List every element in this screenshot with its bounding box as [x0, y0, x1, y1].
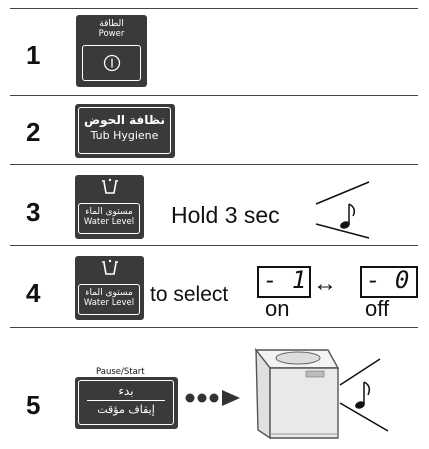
off-display: - 0	[360, 266, 418, 298]
divider	[10, 327, 418, 328]
step-number: 4	[26, 278, 41, 308]
pause-start-caption: Pause/Start	[96, 367, 145, 377]
divider	[10, 245, 418, 246]
start-arabic-label: بدء	[118, 384, 134, 398]
step-number: 1	[26, 40, 41, 70]
tub-icon	[101, 259, 118, 275]
select-instruction: to select	[150, 283, 229, 306]
power-icon	[103, 54, 120, 72]
sound-indicator	[339, 358, 389, 432]
arrow-icon: ↔	[313, 270, 337, 297]
off-display-value: - 0	[366, 266, 410, 294]
tub-hygiene-button[interactable]: نظافة الحوض Tub Hygiene	[75, 104, 175, 158]
on-label: on	[265, 296, 290, 321]
water-level-arabic-label: مستوى الماء	[85, 207, 133, 217]
power-button[interactable]: الطاقة Power	[76, 15, 147, 87]
pause-arabic-label: إيقاف مؤقت	[97, 403, 155, 416]
on-display: - 1	[257, 266, 311, 298]
power-english-label: Power	[98, 29, 125, 39]
progress-arrow-icon	[185, 390, 240, 406]
off-label: off	[365, 296, 390, 321]
divider	[10, 95, 418, 96]
divider	[10, 164, 418, 165]
water-level-english-label: Water Level	[83, 217, 135, 227]
pause-start-button[interactable]: بدء إيقاف مؤقت	[75, 377, 178, 429]
tub-icon	[101, 178, 118, 194]
water-level-arabic-label: مستوى الماء	[85, 288, 133, 298]
step-number: 2	[26, 117, 41, 147]
sound-indicator	[315, 181, 370, 239]
hold-instruction: Hold 3 sec	[171, 202, 280, 228]
divider	[10, 8, 418, 9]
on-display-value: - 1	[263, 266, 307, 294]
tub-hygiene-arabic-label: نظافة الحوض	[84, 113, 165, 127]
music-note-icon	[340, 203, 356, 229]
washing-machine-icon	[254, 347, 340, 440]
step-number: 5	[26, 390, 41, 420]
water-level-button[interactable]: مستوى الماء Water Level	[75, 175, 144, 239]
step-number: 3	[26, 197, 41, 227]
water-level-button[interactable]: مستوى الماء Water Level	[75, 256, 144, 320]
water-level-english-label: Water Level	[83, 298, 135, 308]
music-note-icon	[355, 381, 371, 409]
power-arabic-label: الطاقة	[99, 19, 124, 29]
tub-hygiene-english-label: Tub Hygiene	[90, 129, 159, 142]
